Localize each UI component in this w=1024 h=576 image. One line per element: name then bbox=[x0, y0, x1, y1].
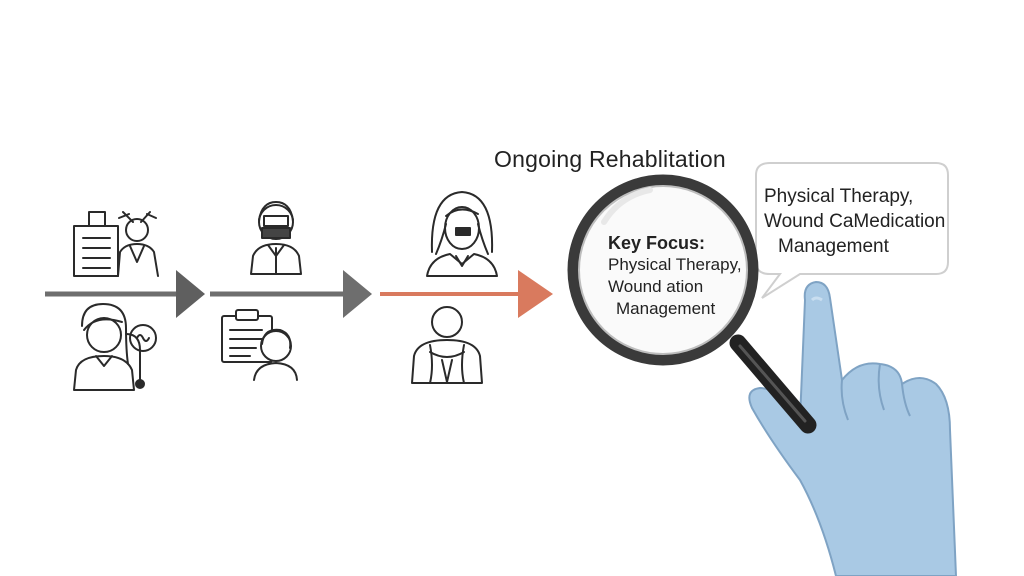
clipboard-patient-icon bbox=[221, 309, 298, 381]
arrow-2 bbox=[210, 270, 372, 318]
callout-bubble bbox=[755, 162, 949, 299]
key-focus-heading: Key Focus: bbox=[608, 233, 706, 253]
arrow-3-accent bbox=[380, 270, 553, 318]
arrow-1 bbox=[45, 270, 205, 318]
clipboard-doctor-icon bbox=[73, 211, 159, 277]
woman-portrait-icon bbox=[426, 191, 498, 277]
callout-line-2: Wound CaMedication bbox=[764, 211, 946, 232]
magnifier-line-1: Physical Therapy, bbox=[608, 255, 742, 274]
magnifying-glass-icon bbox=[567, 174, 817, 434]
magnifier-line-2: Wound ation bbox=[608, 277, 704, 296]
diagram-title: Ongoing Rehablitation bbox=[494, 146, 726, 172]
pointing-hand-icon bbox=[748, 281, 957, 576]
callout-line-3: Management bbox=[778, 236, 889, 257]
callout-line-1: Physical Therapy, bbox=[764, 186, 914, 207]
masked-surgeon-icon bbox=[250, 201, 302, 275]
magnifier-line-3: Management bbox=[616, 299, 716, 318]
back-patient-icon bbox=[411, 306, 483, 384]
magnifier-text: Key Focus: Physical Therapy, Wound ation… bbox=[608, 232, 742, 320]
nurse-stethoscope-icon bbox=[73, 303, 157, 391]
callout-text: Physical Therapy, Wound CaMedication Man… bbox=[764, 184, 945, 259]
